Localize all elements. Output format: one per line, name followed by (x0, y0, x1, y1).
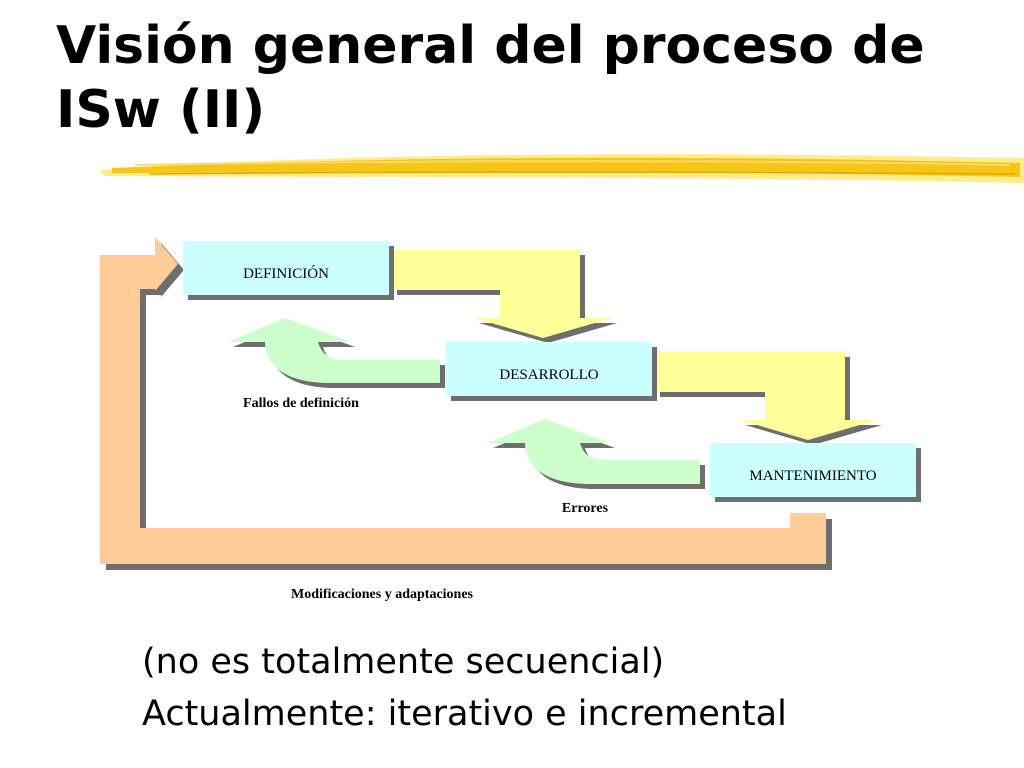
phase-label-definicion: DEFINICIÓN (243, 265, 329, 282)
bullet-list: (no es totalmente secuencial) Actualment… (142, 636, 787, 740)
loop-label: Modificaciones y adaptaciones (291, 587, 474, 602)
feedback-label-fallos: Fallos de definición (243, 396, 359, 411)
loop-arrow (100, 237, 832, 570)
forward-arrow-2 (655, 352, 882, 445)
bullet-item: Actualmente: iterativo e incremental (142, 694, 787, 734)
feedback-label-errores: Errores (562, 501, 609, 516)
phase-box-desarrollo: DESARROLLO (446, 342, 657, 401)
bullet-item: (no es totalmente secuencial) (142, 642, 665, 682)
feedback-arrow-2 (488, 419, 705, 489)
slide-title: Visión general del proceso de ISw (II) (56, 16, 925, 140)
forward-arrow-1 (392, 250, 617, 343)
phase-box-definicion: DEFINICIÓN (183, 241, 394, 300)
title-underline (100, 154, 1024, 183)
phase-box-mantenimiento: MANTENIMIENTO (710, 443, 921, 502)
phase-label-desarrollo: DESARROLLO (499, 367, 598, 383)
feedback-arrow-1 (228, 318, 445, 388)
phase-label-mantenimiento: MANTENIMIENTO (749, 468, 876, 484)
